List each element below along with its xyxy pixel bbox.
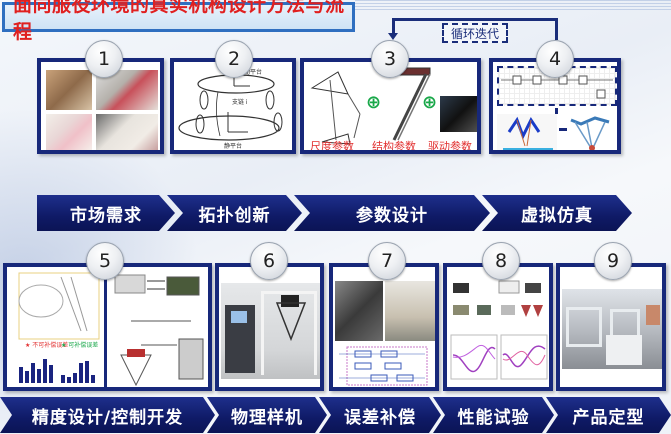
error-compensation-photo	[335, 281, 383, 341]
step-number-badge: 9	[594, 242, 632, 280]
decorative-stripes	[355, 0, 671, 12]
step-3-label: 参数设计	[294, 195, 490, 231]
step-5-label: 精度设计/控制开发	[0, 397, 215, 433]
title-banner: 面向服役环境的真实机构设计方法与流程	[2, 0, 355, 43]
step-number-badge: 7	[368, 242, 406, 280]
param-label: 结构参数	[372, 140, 416, 153]
step-1-label: 市场需求	[37, 195, 175, 231]
robot-simulation-images	[497, 114, 610, 150]
step-2-label: 拓扑创新	[167, 195, 302, 231]
svg-text:支链 i: 支链 i	[232, 98, 248, 106]
loop-arrow-line	[392, 18, 395, 35]
step-8-label: 性能试验	[433, 397, 554, 433]
physical-prototype-photo	[221, 283, 320, 379]
precision-design-figure: ★ 不可补偿误差 ★ 可补偿误差	[11, 271, 107, 387]
performance-test-figure	[450, 280, 548, 380]
plus-icon: ⊕	[366, 92, 382, 113]
svg-text:静平台: 静平台	[224, 142, 242, 150]
loop-iteration-label: 循环迭代	[442, 23, 508, 43]
step-number-badge: 4	[536, 40, 574, 78]
control-system-diagram	[114, 274, 204, 387]
step-7-label: 误差补偿	[319, 397, 441, 433]
loop-arrow-line	[555, 18, 558, 40]
svg-text:★ 不可补偿误差: ★ 不可补偿误差	[25, 341, 68, 349]
compensation-block-diagram	[339, 346, 428, 386]
svg-text:★ 可补偿误差: ★ 可补偿误差	[61, 341, 98, 349]
step-number-badge: 2	[215, 40, 253, 78]
step-6-label: 物理样机	[207, 397, 327, 433]
error-compensation-photo	[385, 281, 435, 341]
step-7-panel	[329, 263, 439, 391]
step-9-panel	[556, 263, 666, 391]
step-4-label: 虚拟仿真	[482, 195, 632, 231]
step-number-badge: 5	[86, 242, 124, 280]
servo-motor-photo	[440, 96, 477, 132]
svg-text:动平台: 动平台	[244, 68, 262, 76]
param-label: 驱动参数	[428, 140, 472, 153]
step-8-panel	[443, 263, 553, 391]
arrow-down-icon	[555, 108, 558, 114]
step-number-badge: 1	[85, 40, 123, 78]
step-6-panel	[215, 263, 324, 391]
page-title: 面向服役环境的真实机构设计方法与流程	[13, 0, 345, 43]
loop-arrow-line	[392, 18, 558, 21]
step-number-badge: 8	[482, 242, 520, 280]
dimension-linkage-diagram	[310, 71, 361, 145]
step-1-panel	[37, 58, 164, 154]
plus-icon: ⊕	[422, 92, 438, 113]
step-5-panel: ★ 不可补偿误差 ★ 可补偿误差	[3, 263, 212, 391]
step-9-label: 产品定型	[546, 397, 671, 433]
arrow-down-icon	[388, 33, 398, 40]
market-photo	[46, 114, 92, 150]
market-photo	[46, 70, 92, 110]
param-label: 尺度参数	[310, 140, 354, 153]
step-number-badge: 6	[250, 242, 288, 280]
product-finalization-photo	[562, 289, 662, 369]
step-number-badge: 3	[371, 40, 409, 78]
market-photo	[96, 114, 158, 150]
